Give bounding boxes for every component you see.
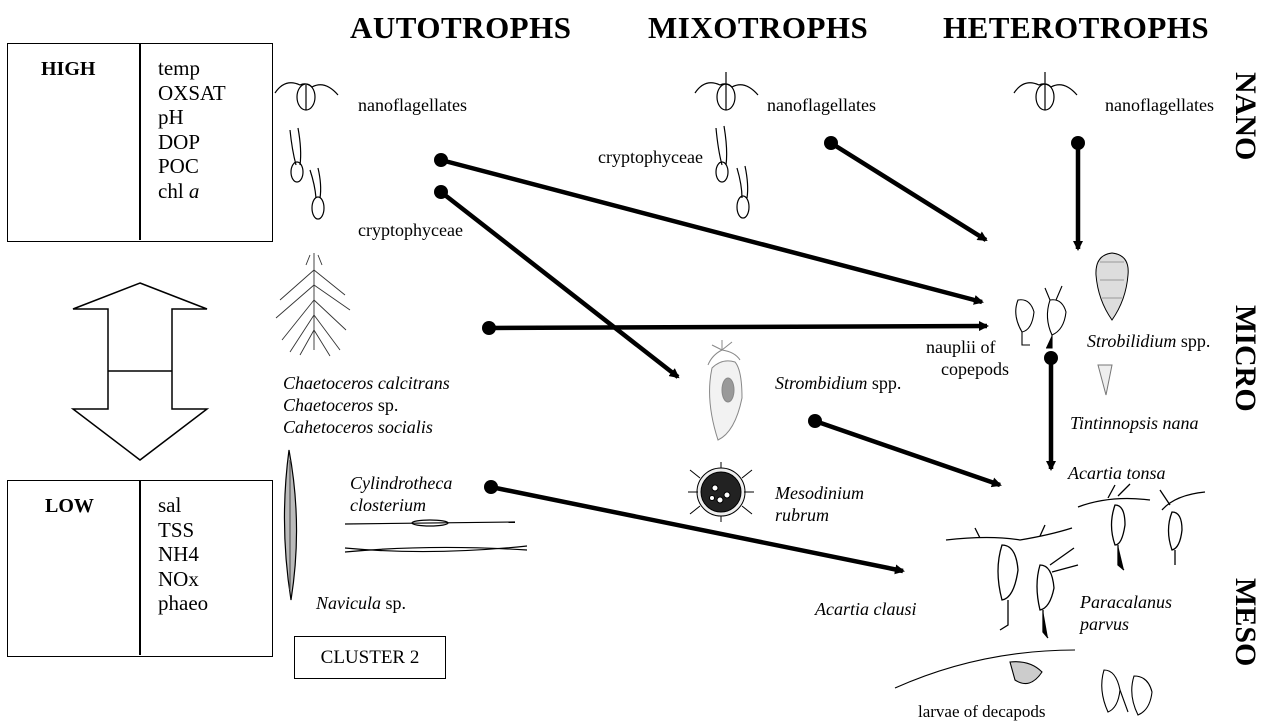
genus-text: Cylindrotheca [350,472,452,494]
strobilidium-icon [1096,253,1128,320]
label-paracalanus: Paracalanus parvus [1080,591,1172,635]
species-suffix: spp. [867,373,901,393]
arrow-mixo-nano-to-nauplii [824,136,986,240]
label-nauplii: nauplii of copepods [926,336,1009,380]
navicula-icon [284,450,296,600]
species-suffix: sp. [373,395,398,415]
species-text: parvus [1080,613,1172,635]
genus-text: Strombidium [775,373,867,393]
arrow-strombidium-to-acartia [808,414,1000,485]
acartia-clausi-icon [946,525,1078,638]
mesodinium-icon [688,462,754,522]
arrow-micro-to-acartia-tonsa [1044,351,1058,469]
chaetoceros-icon [276,253,350,356]
label-line: copepods [926,358,1009,380]
arrow-auto-nano-to-nauplii [434,153,982,302]
nanoflagellate-icon [275,83,338,110]
nauplii-icon [1016,286,1066,348]
cryptophyceae-icon [290,128,324,219]
nanoflagellate-icon [1014,72,1077,110]
genus-text: Strobilidium [1087,331,1176,351]
label-mixo-cryptophyceae: cryptophyceae [598,146,703,168]
genus-text: Chaetoceros [283,395,373,415]
label-strombidium: Strombidium spp. [775,372,901,394]
label-tintinnopsis: Tintinnopsis nana [1070,412,1199,434]
label-cylindrotheca: Cylindrotheca closterium [350,472,452,516]
label-navicula: Navicula sp. [316,592,406,614]
label-chaetoceros-calcitrans: Chaetoceros calcitrans [283,372,450,394]
species-text: rubrum [775,504,864,526]
label-acartia-clausi: Acartia clausi [815,598,917,620]
species-suffix: spp. [1176,331,1210,351]
species-text: closterium [350,494,452,516]
label-chaetoceros-sp: Chaetoceros sp. [283,394,450,416]
cryptophyceae-icon [716,126,749,218]
genus-text: Navicula [316,593,381,613]
label-auto-cryptophyceae: cryptophyceae [358,219,463,241]
species-suffix: sp. [381,593,406,613]
label-chaetoceros-socialis: Cahetoceros socialis [283,416,450,438]
genus-text: Paracalanus [1080,591,1172,613]
tintinnopsis-icon [1098,365,1112,395]
label-strobilidium: Strobilidium spp. [1087,330,1210,352]
arrow-hetero-nano-to-micro [1071,136,1085,249]
label-chaetoceros: Chaetoceros calcitrans Chaetoceros sp. C… [283,372,450,438]
label-mesodinium: Mesodinium rubrum [775,482,864,526]
strombidium-icon [708,340,742,440]
acartia-tonsa-icon [1078,484,1205,570]
label-auto-nanoflagellates: nanoflagellates [358,94,467,116]
cylindrotheca-icon [345,520,527,552]
label-acartia-tonsa: Acartia tonsa [1068,462,1166,484]
label-decapods: larvae of decapods [918,701,1045,723]
nanoflagellate-icon [695,72,758,110]
genus-text: Mesodinium [775,482,864,504]
label-hetero-nanoflagellates: nanoflagellates [1105,94,1214,116]
label-mixo-nanoflagellates: nanoflagellates [767,94,876,116]
arrow-chaetoceros-to-nauplii [482,321,987,335]
label-line: nauplii of [926,336,1009,358]
